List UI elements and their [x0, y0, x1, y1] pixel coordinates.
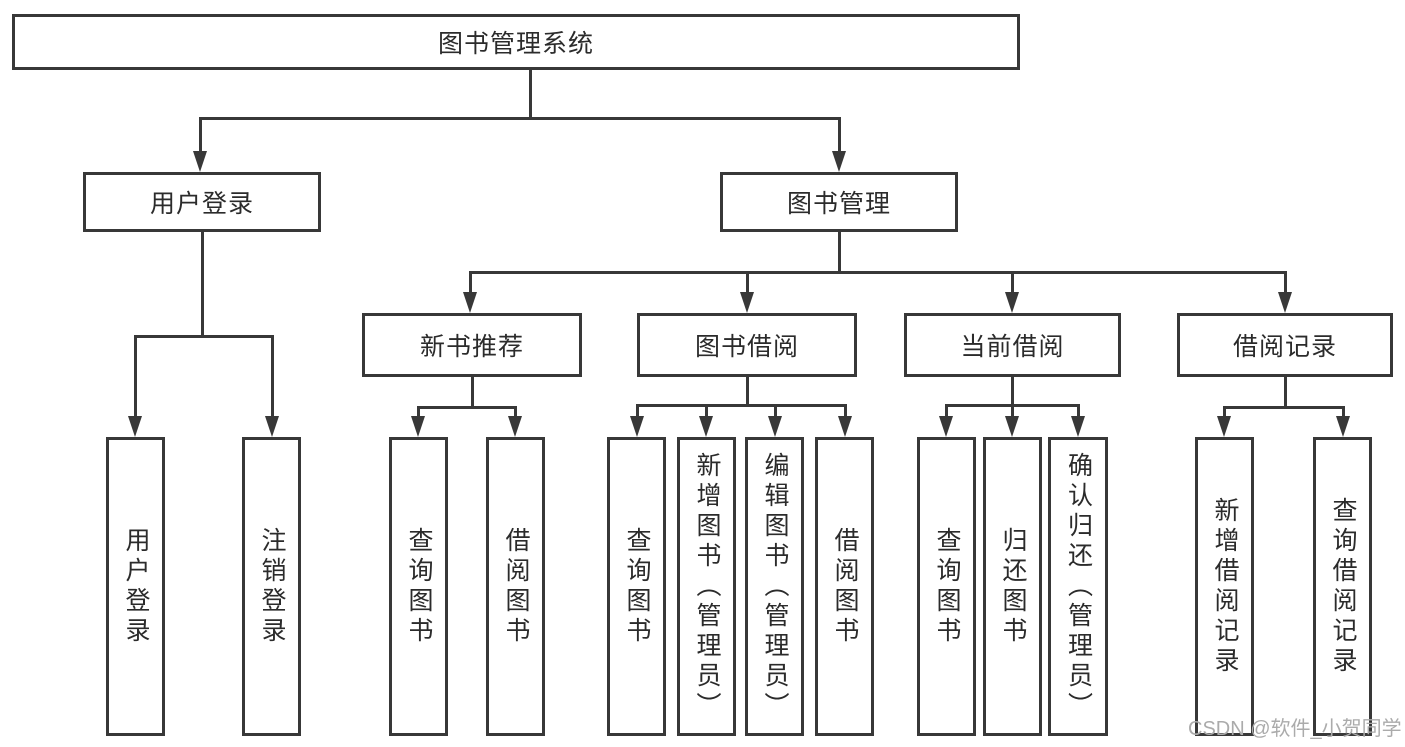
node-user-login-label: 用户登录 [149, 190, 254, 218]
leaf-current-confirm-return-admin-label: 确认归还（管理员） [1064, 451, 1093, 722]
connector-drop [844, 404, 847, 419]
arrow-down-icon [630, 416, 644, 437]
connector-drop [636, 404, 639, 419]
leaf-logout-login: 注销登录 [242, 437, 301, 736]
node-book-borrow: 图书借阅 [637, 313, 857, 377]
connector-book-management-stem [838, 232, 841, 274]
node-root-label: 图书管理系统 [437, 30, 594, 58]
arrow-down-icon [463, 292, 477, 313]
leaf-borrow-edit-books-admin-label: 编辑图书（管理员） [761, 451, 789, 722]
connector-recommend-stem [471, 377, 474, 409]
arrow-down-icon [1071, 416, 1085, 437]
leaf-records-query-record-label: 查询借阅记录 [1329, 496, 1357, 677]
connector-drop [134, 335, 137, 418]
connector-drop [271, 335, 274, 418]
leaf-current-confirm-return-admin: 确认归还（管理员） [1048, 437, 1108, 736]
node-book-borrow-label: 图书借阅 [694, 333, 799, 361]
leaf-user-login: 用户登录 [106, 437, 165, 736]
node-borrow-records-label: 借阅记录 [1232, 333, 1337, 361]
arrow-down-icon [1005, 292, 1019, 313]
connector-drop [514, 406, 517, 419]
leaf-current-query-books-label: 查询图书 [933, 526, 961, 647]
arrow-down-icon [1336, 416, 1350, 437]
node-book-management-label: 图书管理 [786, 190, 891, 218]
connector-drop [746, 271, 749, 295]
leaf-recommend-borrow-books-label: 借阅图书 [502, 526, 530, 647]
arrow-down-icon [740, 292, 754, 313]
leaf-records-add-record: 新增借阅记录 [1195, 437, 1254, 736]
leaf-current-return-books-label: 归还图书 [999, 526, 1027, 647]
arrow-down-icon [411, 416, 425, 437]
node-book-management: 图书管理 [720, 172, 958, 232]
connector-level3-rail [469, 271, 1287, 274]
arrow-down-icon [832, 151, 846, 172]
leaf-borrow-edit-books-admin: 编辑图书（管理员） [745, 437, 804, 736]
connector-drop [945, 404, 948, 419]
connector-root-stem [529, 70, 532, 119]
node-borrow-records: 借阅记录 [1177, 313, 1393, 377]
connector-drop [1011, 271, 1014, 295]
arrow-down-icon [768, 416, 782, 437]
leaf-current-return-books: 归还图书 [983, 437, 1042, 736]
connector-drop [469, 271, 472, 295]
connector-borrow-stem [746, 377, 749, 407]
arrow-down-icon [1278, 292, 1292, 313]
leaf-borrow-add-books-admin: 新增图书（管理员） [677, 437, 736, 736]
connector-drop [1223, 406, 1226, 419]
connector-drop [774, 404, 777, 419]
connector-drop [1011, 404, 1014, 419]
connector-current-stem [1011, 377, 1014, 407]
arrow-down-icon [1005, 416, 1019, 437]
connector-records-rail [1223, 406, 1345, 409]
node-root: 图书管理系统 [12, 14, 1020, 70]
csdn-watermark: CSDN @软件_小贺同学 [1188, 718, 1402, 740]
leaf-records-add-record-label: 新增借阅记录 [1211, 496, 1239, 677]
connector-records-stem [1284, 377, 1287, 409]
connector-drop [838, 117, 841, 154]
node-new-book-recommend-label: 新书推荐 [419, 333, 524, 361]
leaf-borrow-borrow-books-label: 借阅图书 [831, 526, 859, 647]
connector-drop [417, 406, 420, 419]
connector-user-login-stem [201, 232, 204, 338]
arrow-down-icon [265, 416, 279, 437]
connector-drop [1284, 271, 1287, 295]
connector-user-login-rail [134, 335, 274, 338]
leaf-borrow-query-books-label: 查询图书 [623, 526, 651, 647]
arrow-down-icon [838, 416, 852, 437]
connector-borrow-rail [636, 404, 847, 407]
connector-drop [1342, 406, 1345, 419]
leaf-user-login-label: 用户登录 [122, 526, 150, 647]
arrow-down-icon [1217, 416, 1231, 437]
arrow-down-icon [193, 151, 207, 172]
arrow-down-icon [939, 416, 953, 437]
node-current-borrow-label: 当前借阅 [960, 333, 1065, 361]
leaf-recommend-query-books: 查询图书 [389, 437, 448, 736]
arrow-down-icon [128, 416, 142, 437]
connector-drop [1077, 404, 1080, 419]
leaf-borrow-borrow-books: 借阅图书 [815, 437, 874, 736]
leaf-borrow-query-books: 查询图书 [607, 437, 666, 736]
leaf-borrow-add-books-admin-label: 新增图书（管理员） [693, 451, 721, 722]
leaf-records-query-record: 查询借阅记录 [1313, 437, 1372, 736]
leaf-logout-login-label: 注销登录 [258, 526, 286, 647]
arrow-down-icon [508, 416, 522, 437]
connector-level2-rail [199, 117, 841, 120]
node-current-borrow: 当前借阅 [904, 313, 1121, 377]
leaf-recommend-query-books-label: 查询图书 [405, 526, 433, 647]
arrow-down-icon [699, 416, 713, 437]
connector-recommend-rail [417, 406, 517, 409]
node-new-book-recommend: 新书推荐 [362, 313, 582, 377]
node-user-login: 用户登录 [83, 172, 321, 232]
connector-drop [199, 117, 202, 154]
leaf-recommend-borrow-books: 借阅图书 [486, 437, 545, 736]
leaf-current-query-books: 查询图书 [917, 437, 976, 736]
connector-drop [705, 404, 708, 419]
